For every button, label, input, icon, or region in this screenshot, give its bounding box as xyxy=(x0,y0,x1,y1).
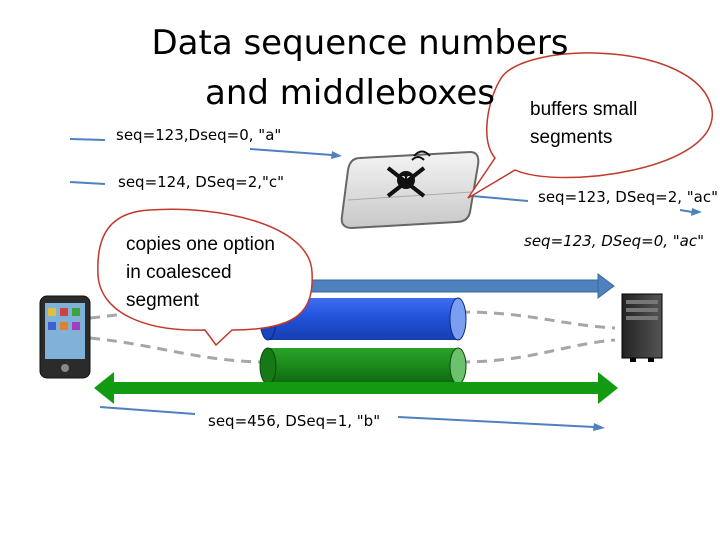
green-bidirectional-arrow xyxy=(94,372,618,404)
label-seq-ac-expected: seq=123, DSeq=0, "ac" xyxy=(524,232,705,250)
title-line-2: and middleboxes xyxy=(205,73,495,113)
title-line-1: Data sequence numbers xyxy=(151,23,569,63)
callout-copies-text: copies one option in coalesced segment xyxy=(126,231,275,315)
dashed-path-lower-right xyxy=(459,338,616,364)
arrow-seq-c-left xyxy=(69,181,106,185)
callout-copies-line1: copies one option xyxy=(126,234,275,255)
green-subflow-tube xyxy=(259,347,467,385)
callout-buffers-line2: segments xyxy=(530,127,613,148)
label-seq-b: seq=456, DSeq=1, "b" xyxy=(208,412,381,430)
middlebox-icon xyxy=(340,150,480,230)
label-seq-a: seq=123,Dseq=0, "a" xyxy=(116,126,282,144)
arrow-seq-ac-right xyxy=(679,209,693,213)
arrow-seq-a-right xyxy=(249,148,333,156)
label-seq-ac-out: seq=123, DSeq=2, "ac" xyxy=(538,188,719,206)
arrow-seq-a-left xyxy=(69,138,106,141)
arrow-seq-b-right xyxy=(397,416,595,428)
callout-buffers-bubble xyxy=(467,52,713,199)
callout-copies-line2: in coalesced xyxy=(126,262,232,283)
callout-buffers-line1: buffers small xyxy=(530,99,638,120)
callout-copies-bubble xyxy=(97,208,313,347)
dashed-path-lower-left xyxy=(89,336,271,364)
phone-icon xyxy=(39,295,91,379)
label-seq-c: seq=124, DSeq=2,"c" xyxy=(118,173,285,191)
arrow-seq-ac-left xyxy=(471,195,529,202)
message-arrows xyxy=(69,138,702,431)
arrow-seq-b-left xyxy=(99,406,196,415)
server-icon xyxy=(621,293,663,362)
blue-arrow-right xyxy=(269,273,615,299)
callout-buffers-text: buffers small segments xyxy=(530,96,637,152)
dashed-path-upper-right xyxy=(459,310,616,330)
blue-subflow-tube xyxy=(259,297,467,341)
callout-copies-line3: segment xyxy=(126,290,199,311)
